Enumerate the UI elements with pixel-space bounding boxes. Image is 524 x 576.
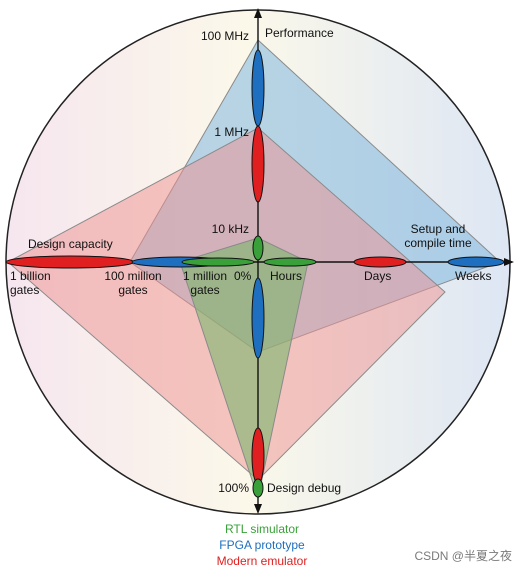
rtl-capacity-marker: [181, 257, 255, 267]
legend-rtl-simulator: RTL simulator: [224, 522, 300, 536]
design-capacity-axis-label: Design capacity: [28, 237, 113, 251]
legend-fpga-prototype: FPGA prototype: [219, 538, 305, 552]
fpga-performance-marker: [251, 49, 265, 127]
fpga-debug-marker: [251, 277, 265, 359]
emulator-debug-marker: [251, 427, 265, 485]
axis-arrow-top: [254, 8, 262, 18]
tick-1mhz: 1 MHz: [214, 125, 249, 139]
fpga-setup-marker: [447, 256, 505, 268]
emulator-capacity-marker: [5, 255, 135, 269]
tick-hours: Hours: [270, 269, 302, 283]
tick-days: Days: [364, 269, 391, 283]
tick-10khz: 10 kHz: [212, 222, 249, 236]
design-debug-axis-label: Design debug: [267, 481, 341, 495]
watermark: CSDN @半夏之夜: [414, 549, 512, 563]
emulator-performance-marker: [251, 125, 265, 203]
performance-axis-label: Performance: [265, 26, 334, 40]
tick-100mhz: 100 MHz: [201, 29, 249, 43]
legend-modern-emulator: Modern emulator: [216, 554, 308, 568]
emulator-setup-marker: [353, 256, 407, 268]
rtl-setup-marker: [263, 257, 317, 267]
tick-weeks: Weeks: [455, 269, 491, 283]
tick-100-percent: 100%: [218, 481, 249, 495]
axis-arrow-bottom: [254, 504, 262, 514]
axis-arrow-right: [504, 258, 514, 266]
rtl-performance-marker: [252, 235, 264, 261]
rtl-debug-marker: [252, 478, 264, 498]
tick-0-percent: 0%: [234, 269, 252, 283]
